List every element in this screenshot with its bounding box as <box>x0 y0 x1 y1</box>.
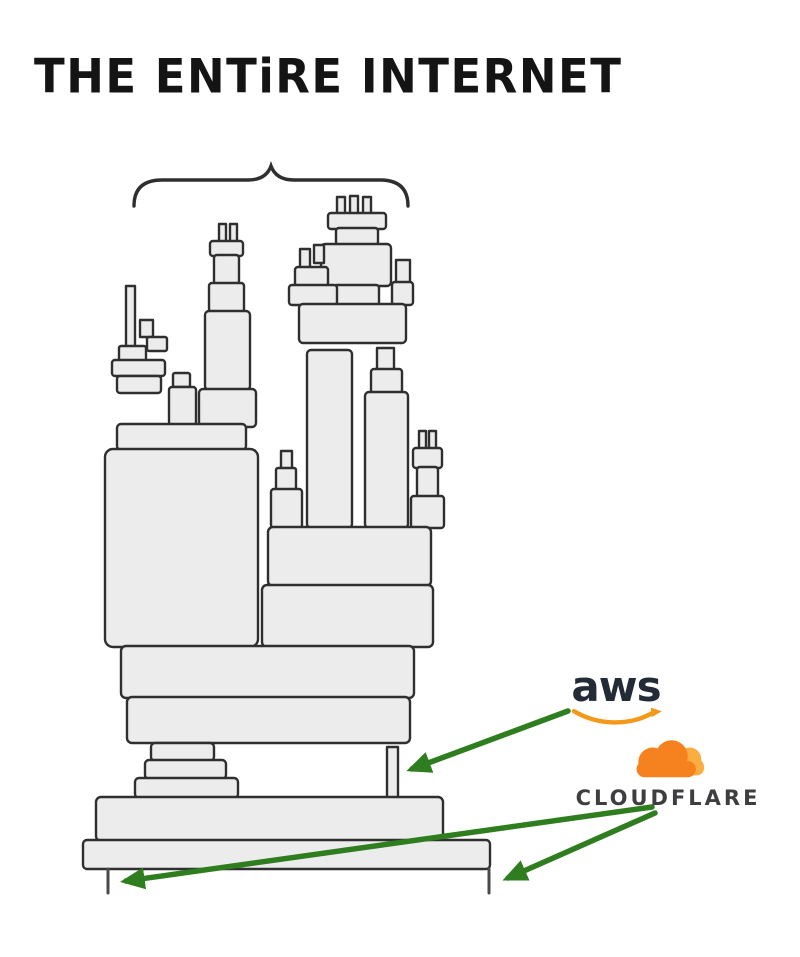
annotation-arrows <box>120 708 658 890</box>
curly-brace <box>132 160 410 208</box>
aws-wordmark: aws <box>571 662 661 711</box>
cloudflare-wordmark: CLOUDFLARE <box>575 786 761 810</box>
base-platform <box>81 838 492 871</box>
tower-blocks <box>81 194 492 871</box>
aws-smile-icon <box>571 707 662 725</box>
base-block <box>94 795 445 843</box>
aws-arrow <box>406 708 571 773</box>
aws-support-peg <box>385 745 400 800</box>
base-legs <box>106 867 491 895</box>
cloudflare-cloud-icon <box>636 740 704 778</box>
comic-title: THE ENTiRE INTERNET <box>34 48 623 105</box>
cloudflare-logo: CLOUDFLARE <box>566 734 770 810</box>
cloudflare-arrow-right <box>502 810 658 881</box>
cloudflare-arrow-left <box>120 804 655 890</box>
aws-logo: aws <box>566 666 666 730</box>
